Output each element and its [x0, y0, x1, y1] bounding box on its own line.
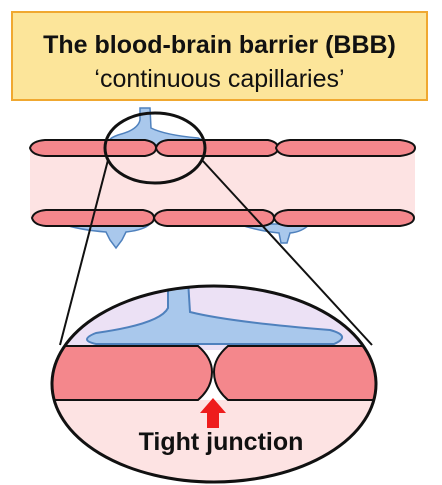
endothelial-cell: [154, 139, 280, 157]
endothelial-cell: [272, 209, 416, 227]
bottom-endothelial-wall: [30, 209, 416, 227]
diagram-title: The blood-brain barrier (BBB): [43, 31, 396, 59]
diagram-subtitle: ‘continuous capillaries’: [94, 65, 345, 93]
endothelial-cell: [274, 139, 417, 157]
title-box: The blood-brain barrier (BBB) ‘continuou…: [11, 11, 428, 101]
capillary-lumen: [30, 150, 415, 218]
top-endothelial-wall: [28, 139, 417, 157]
astrocyte-end-foot-bottom-right: [237, 223, 312, 244]
endothelial-cell-left-zoomed: [52, 345, 214, 401]
zoom-ellipse-outline: [50, 284, 378, 484]
endothelial-cell-right-zoomed: [212, 345, 376, 401]
tight-junction-label: Tight junction: [138, 428, 304, 456]
endothelial-cell: [28, 139, 158, 157]
zoom-line-left: [59, 159, 109, 346]
astrocyte-end-foot-zoomed: [86, 286, 343, 345]
tight-junction-arrow: [200, 398, 226, 428]
magnifier-circle: [103, 111, 207, 185]
zoom-line-right: [201, 159, 373, 346]
astrocyte-end-foot-bottom-left: [61, 223, 152, 250]
